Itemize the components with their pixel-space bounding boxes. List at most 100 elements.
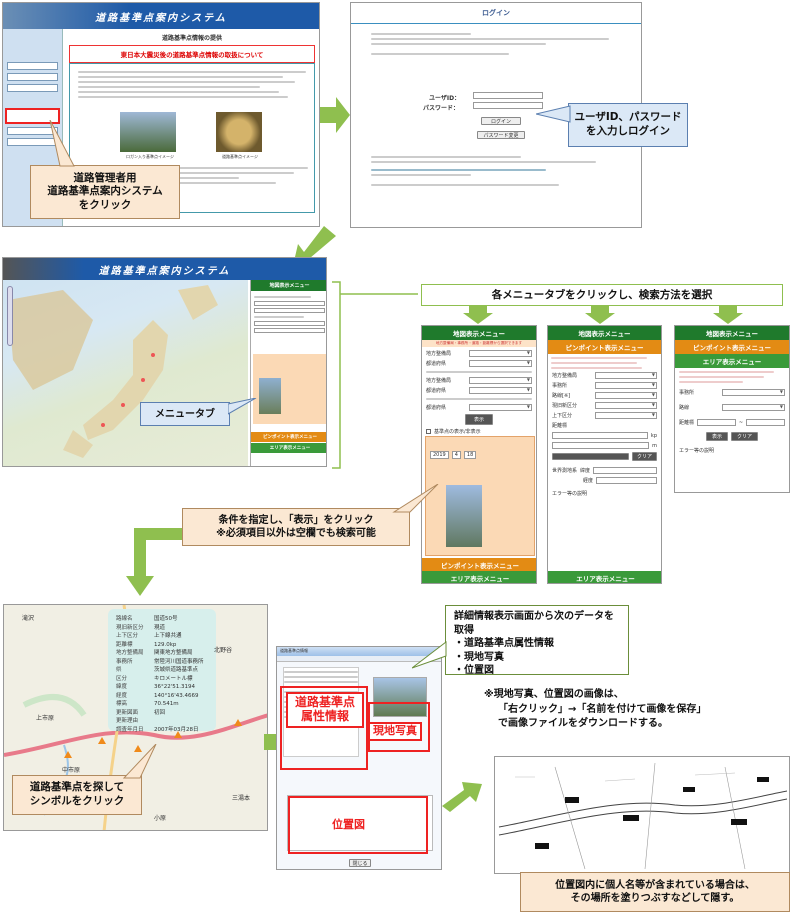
area-menu-tab[interactable]: エリア表示メニュー — [422, 571, 536, 583]
benchmark-symbol[interactable] — [98, 737, 106, 744]
info-key: 調査年月日 — [116, 726, 144, 733]
panel2-pinpoint[interactable]: ピンポイント表示メニュー — [548, 340, 661, 354]
search-button[interactable] — [552, 453, 629, 460]
info-key: 地方整備局 — [116, 650, 144, 657]
flow-arrow-down — [713, 306, 743, 324]
lat-label: 緯度 — [580, 468, 591, 474]
prefecture-select[interactable] — [469, 387, 532, 394]
info-value: 上下線共通 — [154, 633, 182, 640]
route-select[interactable] — [722, 404, 785, 411]
benchmark-symbol[interactable] — [134, 745, 142, 752]
step3-callout: メニュータブ — [140, 402, 230, 426]
info-value: 初回 — [154, 709, 166, 716]
map-canvas[interactable] — [3, 280, 248, 466]
pinpoint-menu-tab[interactable]: ピンポイント表示メニュー — [251, 432, 326, 442]
map-menu-tab[interactable]: 地図表示メニュー — [251, 280, 326, 291]
distance-to-input[interactable] — [746, 419, 785, 426]
clear-button[interactable]: クリア — [631, 452, 657, 461]
note-line: ・位置図 — [454, 665, 494, 676]
panel3-area[interactable]: エリア表示メニュー — [675, 354, 789, 368]
direction-select[interactable] — [595, 412, 657, 419]
sidebar-link[interactable] — [7, 127, 58, 135]
distance-input[interactable] — [552, 432, 648, 439]
distance-offset-input[interactable] — [552, 442, 650, 449]
info-key: 現旧新区分 — [116, 624, 144, 631]
step5-callout: 道路基準点を探して シンボルをクリック — [12, 775, 142, 815]
area-menu-tab[interactable]: エリア表示メニュー — [251, 443, 326, 453]
region-select[interactable] — [469, 377, 532, 384]
route-select[interactable] — [595, 392, 657, 399]
label-line: 属性情報 — [300, 708, 349, 723]
panel3-title[interactable]: 地図表示メニュー — [675, 326, 789, 340]
panel2-title[interactable]: 地図表示メニュー — [548, 326, 661, 340]
display-button[interactable]: 表示 — [705, 432, 728, 441]
lat-input[interactable] — [593, 467, 657, 474]
info-value: 茨城県道路基準点 — [154, 667, 199, 674]
month-select[interactable]: 4 — [451, 451, 461, 459]
office-select[interactable] — [595, 382, 657, 389]
region-select[interactable] — [595, 372, 657, 379]
section-select[interactable] — [595, 402, 657, 409]
area-menu-tab[interactable]: エリア表示メニュー — [548, 571, 661, 583]
clear-button[interactable]: クリア — [731, 432, 759, 441]
sidebar-link[interactable] — [7, 84, 58, 92]
info-value: 36°22'51.3194 — [154, 684, 196, 691]
user-id-input[interactable] — [473, 92, 543, 99]
lon-input[interactable] — [596, 477, 657, 484]
menus-header: 各メニュータブをクリックし、検索方法を選択 — [421, 284, 783, 306]
info-value: 現道 — [154, 624, 166, 631]
prefecture-select[interactable] — [469, 404, 532, 411]
benchmark-symbol[interactable] — [174, 731, 182, 738]
benchmark-symbol[interactable] — [64, 751, 72, 758]
place-label: 小原 — [154, 815, 167, 822]
map-banner: 道路基準点案内システム — [3, 258, 326, 280]
password-input[interactable] — [473, 102, 543, 109]
distance-from-input[interactable] — [697, 419, 736, 426]
info-key: 距離標 — [116, 641, 133, 648]
panel1-title[interactable]: 地図表示メニュー — [422, 326, 536, 340]
callout-pointer — [49, 120, 75, 167]
field-label: 事務所 — [679, 390, 695, 396]
notice-box[interactable]: 東日本大震災後の道路基準点情報の取扱について — [69, 45, 315, 63]
callout-line: その場所を塗りつぶすなどして隠す。 — [570, 893, 740, 904]
field-label: 都道府県 — [426, 405, 447, 411]
photo-right — [216, 112, 262, 152]
change-password-button[interactable]: パスワード変更 — [477, 131, 525, 139]
notice-panel: ロガン入り基準点イメージ 道路基準点イメージ — [69, 63, 315, 213]
sidebar-link[interactable] — [7, 73, 58, 81]
callout-line: 条件を指定し、「表示」をクリック — [218, 515, 374, 526]
info-key: 区分 — [116, 675, 128, 682]
callout-line: 道路管理者用 — [73, 171, 137, 184]
sidebar-link[interactable] — [7, 62, 58, 70]
photo-left — [120, 112, 176, 152]
close-button[interactable]: 閉じる — [349, 859, 371, 867]
benchmark-symbol[interactable] — [234, 719, 242, 726]
checkbox[interactable] — [426, 429, 431, 434]
portal-content: 道路基準点情報の提供 東日本大震災後の道路基準点情報の取扱について ロガン入り基… — [69, 33, 315, 213]
callout-line: 位置図内に個人名等が含まれている場合は、 — [555, 880, 755, 891]
callout-line: 道路基準点を探して — [29, 781, 125, 794]
prefecture-select[interactable] — [469, 360, 532, 367]
attr-info-label: 道路基準点 属性情報 — [286, 692, 364, 728]
year-select[interactable]: 2019 — [430, 451, 449, 459]
info-value: 常陸河川国道事務所 — [154, 658, 204, 665]
site-banner: 道路基準点案内システム — [3, 3, 319, 29]
note-pointer — [412, 640, 447, 669]
zoom-slider[interactable] — [7, 286, 13, 346]
login-button[interactable]: ログイン — [481, 117, 521, 125]
office-select[interactable] — [722, 389, 785, 396]
day-select[interactable]: 18 — [463, 451, 477, 459]
display-button[interactable]: 表示 — [464, 414, 493, 425]
location-map-drawing — [498, 762, 788, 870]
flow-arrow-right — [320, 97, 350, 133]
pinpoint-menu-tab[interactable]: ピンポイント表示メニュー — [422, 558, 536, 572]
flow-arrow-right — [442, 782, 482, 812]
road-admin-system-link[interactable] — [5, 108, 60, 124]
callout-line: ユーザID、パスワード — [574, 111, 682, 124]
field-label: 地方整備局 — [426, 378, 452, 384]
field-label: 地方整備局 — [426, 351, 452, 357]
region-select[interactable] — [469, 350, 532, 357]
panel3-pinpoint[interactable]: ピンポイント表示メニュー — [675, 340, 789, 354]
info-row: 更新理由 — [116, 717, 208, 726]
